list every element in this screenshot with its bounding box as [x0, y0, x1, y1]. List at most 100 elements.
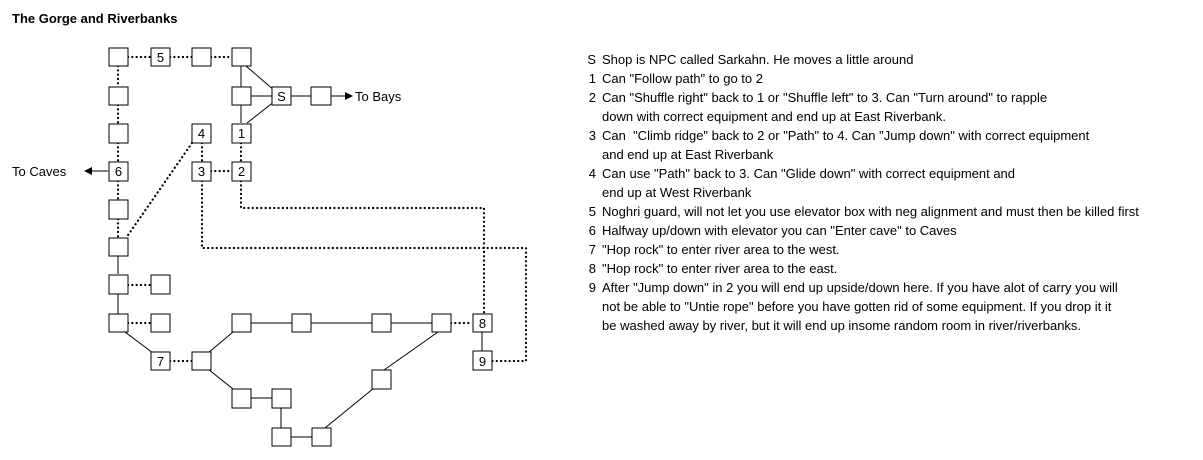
label-5: 5 — [157, 50, 164, 65]
legend-text: not be able to "Untie rope" before you h… — [602, 299, 1112, 314]
dotted-paths — [116, 55, 528, 363]
room-west-4 — [108, 237, 129, 257]
label-8: 8 — [479, 316, 486, 331]
legend-key: 5 — [588, 204, 596, 219]
room-lower-2 — [271, 388, 292, 409]
solid-paths — [84, 65, 483, 438]
path-junction-down — [207, 368, 234, 390]
legend-item-5: 5 Noghri guard, will not let you use elev… — [568, 202, 1198, 221]
room-river-4 — [431, 313, 452, 333]
legend-key — [568, 107, 596, 126]
legend-item-6: 6 Halfway up/down with elevator you can "… — [568, 221, 1198, 240]
legend-text: Noghri guard, will not let you use eleva… — [602, 204, 1139, 219]
room-west-3 — [108, 199, 129, 220]
label-7: 7 — [157, 354, 164, 369]
to-bays-label: To Bays — [355, 89, 402, 104]
room-3 — [191, 161, 212, 182]
to-caves-label: To Caves — [12, 164, 67, 179]
legend-text: Shop is NPC called Sarkahn. He moves a l… — [602, 52, 914, 67]
legend-key: 3 — [588, 128, 596, 143]
room-east-bank — [371, 369, 392, 390]
room-top-left — [108, 47, 129, 67]
dotted-2-jump-down — [239, 179, 486, 316]
legend-item-9-cont1: not be able to "Untie rope" before you h… — [568, 297, 1198, 316]
room-river-2 — [291, 313, 312, 333]
path-top-right-to-s — [245, 65, 276, 92]
rooms — [108, 47, 493, 447]
legend-key — [568, 183, 596, 202]
legend-key — [568, 297, 596, 316]
room-6 — [108, 161, 129, 182]
legend-text: and end up at East Riverbank — [602, 147, 774, 162]
legend-list: S Shop is NPC called Sarkahn. He moves a … — [568, 50, 1198, 335]
room-west-side-2 — [150, 313, 171, 333]
legend-item-4-cont1: end up at West Riverbank — [568, 183, 1198, 202]
legend-key — [568, 316, 596, 335]
legend-key: 9 — [588, 280, 596, 295]
room-river-1 — [231, 313, 252, 333]
legend-item-8: 8"Hop rock" to enter river area to the e… — [568, 259, 1198, 278]
legend-text: Can "Follow path" to go to 2 — [602, 71, 763, 86]
label-4: 4 — [198, 126, 205, 141]
room-to-bays — [310, 86, 332, 106]
legend-key: 7 — [588, 242, 596, 257]
legend-text: Halfway up/down with elevator you can "E… — [602, 223, 957, 238]
room-top-3 — [191, 47, 212, 67]
room-mid — [231, 86, 252, 106]
room-top-right — [231, 47, 252, 67]
room-5 — [150, 47, 171, 67]
room-west-2 — [108, 123, 129, 144]
room-s — [271, 86, 292, 106]
path-east-to-river — [383, 331, 439, 371]
legend-item-2: 2 Can "Shuffle right" back to 1 or "Shuff… — [568, 88, 1198, 107]
legend-key: 4 — [588, 166, 596, 181]
legend-item-3-cont1: and end up at East Riverbank — [568, 145, 1198, 164]
room-8 — [472, 313, 493, 333]
room-9 — [472, 350, 493, 371]
legend-item-9-cont2: be washed away by river, but it will end… — [568, 316, 1198, 335]
page-title: The Gorge and Riverbanks — [12, 11, 178, 26]
legend-key: S — [587, 52, 596, 67]
legend-item-4: 4 Can use "Path" back to 3. Can "Glide do… — [568, 164, 1198, 183]
legend-item-9: 9 After "Jump down" in 2 you will end up … — [568, 278, 1198, 297]
legend-item-3: 3 Can "Climb ridge" back to 2 or "Path" t… — [568, 126, 1198, 145]
room-junction — [191, 351, 212, 371]
room-1 — [231, 123, 252, 144]
label-3: 3 — [198, 164, 205, 179]
legend-item-7: 7 "Hop rock" to enter river area to the w… — [568, 240, 1198, 259]
room-west-6 — [108, 313, 129, 333]
room-west-side-1 — [150, 274, 171, 295]
room-lower-1 — [231, 388, 252, 409]
path-s-to-1 — [246, 100, 276, 124]
legend-text: After "Jump down" in 2 you will end up u… — [602, 280, 1118, 295]
path-west-to-7 — [124, 331, 154, 354]
room-river-3 — [371, 313, 392, 333]
legend-text: Can use "Path" back to 3. Can "Glide dow… — [602, 166, 1016, 181]
legend-text: Can "Climb ridge" back to 2 or "Path" to… — [602, 128, 1090, 143]
legend-key: 1 — [588, 71, 596, 86]
label-9: 9 — [479, 354, 486, 369]
label-s: S — [277, 89, 286, 104]
legend-item-1: 1 Can "Follow path" to go to 2 — [568, 69, 1198, 88]
path-bottom-to-east — [324, 387, 375, 429]
legend-item-s: S Shop is NPC called Sarkahn. He moves a … — [568, 50, 1198, 69]
room-bottom-2 — [311, 427, 332, 447]
room-west-1 — [108, 86, 129, 106]
dotted-3-jump-down — [200, 179, 528, 363]
room-labels: 5 S 4 1 3 2 6 7 8 9 — [115, 50, 486, 369]
legend-text: "Hop rock" to enter river area to the we… — [602, 242, 840, 257]
legend-item-2-cont1: down with correct equipment and end up a… — [568, 107, 1198, 126]
dotted-4-to-west — [124, 141, 194, 240]
legend-key: 2 — [588, 90, 596, 105]
legend-key — [568, 145, 596, 164]
legend-key: 6 — [588, 223, 596, 238]
legend-text: down with correct equipment and end up a… — [602, 109, 946, 124]
room-7 — [150, 351, 171, 371]
path-junction-up — [207, 331, 234, 354]
legend-text: "Hop rock" to enter river area to the ea… — [602, 261, 838, 276]
legend-text: Can "Shuffle right" back to 1 or "Shuffl… — [602, 90, 1048, 105]
legend-text: end up at West Riverbank — [602, 185, 752, 200]
gorge-map: 5 S 4 1 3 2 6 7 8 9 To Bays To Caves — [12, 47, 528, 447]
room-4 — [191, 123, 212, 144]
label-6: 6 — [115, 164, 122, 179]
